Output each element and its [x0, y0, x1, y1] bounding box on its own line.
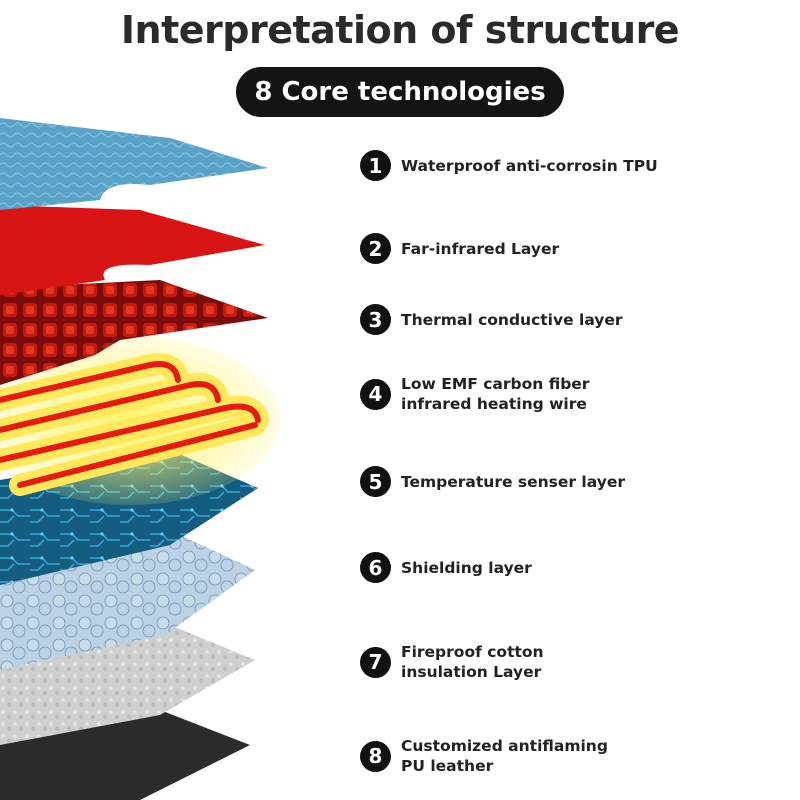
layer-item-7: 7 Fireproof cotton insulation Layer [360, 642, 621, 682]
layer-label: Temperature senser layer [401, 472, 625, 491]
number-badge: 7 [360, 646, 391, 678]
layer-item-2: 2 Far-infrared Layer [360, 233, 671, 264]
layer-3-shape [0, 280, 268, 385]
core-technologies-badge: 8 Core technologies [236, 67, 564, 117]
layer-label: Thermal conductive layer [401, 310, 623, 329]
layer-item-6: 6 Shielding layer [360, 552, 671, 583]
layer-item-1: 1 Waterproof anti-corrosin TPU [360, 150, 671, 181]
layer-label: Far-infrared Layer [401, 239, 560, 258]
layer-label: Fireproof cotton insulation Layer [401, 643, 544, 681]
page-title: Interpretation of structure [120, 8, 680, 52]
layer-label: Low EMF carbon fiber infrared heating wi… [401, 375, 590, 413]
heating-wire-shape [0, 353, 269, 496]
number-badge: 1 [360, 150, 391, 181]
number-badge: 4 [360, 378, 391, 410]
layer-label: Waterproof anti-corrosin TPU [401, 156, 658, 175]
layer-label: Customized antiflaming PU leather [401, 737, 608, 775]
number-badge: 5 [360, 466, 391, 497]
layer-label: Shielding layer [401, 558, 532, 577]
number-badge: 3 [360, 304, 391, 335]
badge-label: 8 Core technologies [254, 77, 546, 107]
number-badge: 2 [360, 233, 391, 264]
number-badge: 6 [360, 552, 391, 583]
number-badge: 8 [360, 740, 391, 772]
layer-2-shape [0, 205, 265, 295]
layer-item-4: 4 Low EMF carbon fiber infrared heating … [360, 374, 651, 414]
layer-item-8: 8 Customized antiflaming PU leather [360, 736, 631, 776]
layer-stack-illustration [0, 118, 280, 800]
layer-item-5: 5 Temperature senser layer [360, 466, 671, 497]
layer-item-3: 3 Thermal conductive layer [360, 304, 671, 335]
